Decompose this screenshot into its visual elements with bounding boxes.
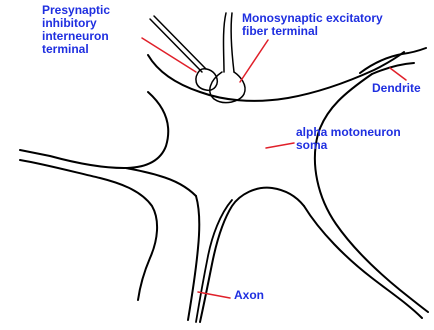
soma-membrane-lower-left [20, 160, 157, 300]
axon-label: Axon [234, 289, 264, 302]
soma-membrane-left [20, 92, 168, 168]
excitatory-fiber [231, 13, 234, 72]
soma-label-line-2: soma [296, 139, 401, 152]
soma-membrane-top [148, 52, 404, 101]
soma-label: alpha motoneuron soma [296, 126, 401, 152]
monosynaptic-label: Monosynaptic excitatory fiber terminal [242, 12, 383, 38]
monosynaptic-leader [240, 40, 268, 82]
dendrite-label-text: Dendrite [372, 82, 421, 95]
presynaptic-label-line-4: terminal [42, 43, 110, 56]
presynaptic-leader [142, 38, 196, 72]
axon-leader [198, 292, 230, 298]
axon-label-text: Axon [234, 289, 264, 302]
excitatory-fiber [224, 13, 227, 72]
presynaptic-label: Presynaptic inhibitory interneuron termi… [42, 4, 110, 56]
soma-leader [266, 143, 294, 148]
axon-edge [188, 196, 199, 320]
monosynaptic-label-line-2: fiber terminal [242, 25, 383, 38]
inhibitory-fiber [150, 19, 202, 72]
soma-membrane-right [315, 74, 428, 312]
dendrite-leader [390, 68, 406, 80]
dendrite-label: Dendrite [372, 82, 421, 95]
soma-membrane-lower-right-edge [304, 206, 422, 318]
